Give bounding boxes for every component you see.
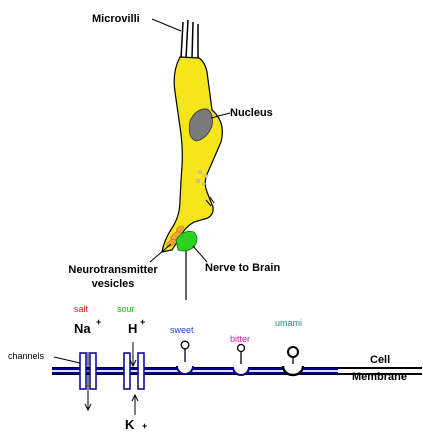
na-channel — [80, 352, 96, 410]
microvilli-tufts — [181, 20, 198, 60]
umami-receptor — [283, 347, 303, 375]
microvilli-label: Microvilli — [92, 13, 140, 25]
sweet-receptor — [177, 341, 193, 374]
potassium-ion-label: K — [125, 417, 135, 432]
vesicles-label: vesicles — [92, 278, 135, 290]
nerve-to-brain-label: Nerve to Brain — [205, 262, 280, 274]
bitter-receptor — [233, 345, 249, 376]
channels-label: channels — [8, 351, 45, 361]
hydrogen-ion-charge: + — [140, 317, 145, 327]
bitter-label: bitter — [230, 334, 250, 344]
vesicles-pointer — [150, 244, 171, 262]
taste-labels: salt sour sweet bitter umami — [74, 304, 302, 344]
cell-labels: Microvilli Nucleus Neurotransmitter vesi… — [68, 13, 280, 290]
sodium-ion-label: Na — [74, 321, 91, 336]
hydrogen-ion-label: H — [128, 321, 137, 336]
microvilli-pointer — [152, 19, 181, 31]
sweet-label: sweet — [170, 325, 194, 335]
sodium-ion-charge: + — [96, 317, 101, 327]
potassium-ion-charge: + — [142, 421, 147, 431]
umami-label: umami — [275, 318, 302, 328]
neurotransmitter-label: Neurotransmitter — [68, 264, 158, 276]
nucleus-label: Nucleus — [230, 107, 273, 119]
membrane-label: Membrane — [352, 371, 407, 383]
cell-body — [162, 57, 222, 252]
cell-label: Cell — [370, 354, 390, 366]
sour-label: sour — [117, 304, 135, 314]
taste-receptor-cell — [162, 20, 222, 300]
h-k-channel — [124, 342, 144, 415]
channels-pointer — [54, 357, 80, 363]
nerve-pointer — [193, 246, 207, 262]
salt-label: salt — [74, 304, 89, 314]
